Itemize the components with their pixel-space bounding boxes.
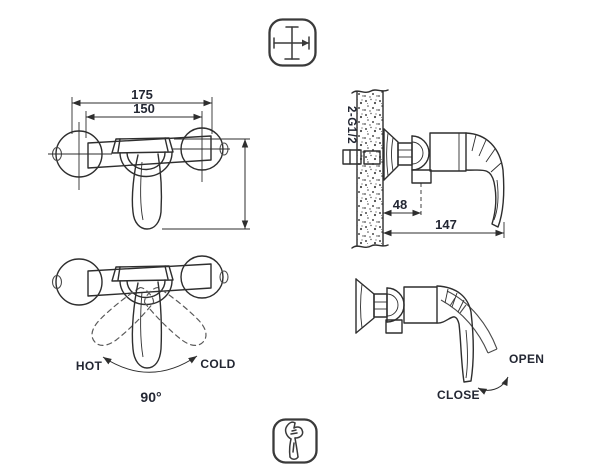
dimension-height bbox=[162, 138, 250, 230]
open-close-arrow bbox=[477, 376, 509, 395]
close-label: CLOSE bbox=[437, 388, 480, 402]
handle-side bbox=[465, 132, 505, 228]
shower-outlet bbox=[411, 169, 432, 184]
front-view-handle-rotation: HOT COLD 90° bbox=[51, 255, 235, 405]
dimension-175: 175 bbox=[71, 87, 213, 134]
supply-pipe bbox=[342, 149, 362, 165]
mixer-body bbox=[87, 135, 212, 169]
handle-position-hot bbox=[143, 286, 207, 346]
front-view-dimensioned: 175 150 bbox=[48, 87, 250, 230]
dim-outlet-depth: 48 bbox=[393, 197, 407, 212]
hot-label: HOT bbox=[76, 359, 103, 373]
lever-handle bbox=[131, 153, 163, 230]
dim-width-overall: 175 bbox=[131, 87, 153, 102]
side-view-installation: 2-G1/2 bbox=[342, 89, 505, 249]
open-label: OPEN bbox=[509, 352, 544, 366]
cold-label: COLD bbox=[200, 357, 235, 371]
dimension-147: 147 bbox=[383, 217, 505, 238]
dim-total-depth: 147 bbox=[435, 217, 457, 232]
crosshair-dimensions-icon bbox=[268, 18, 317, 67]
escutcheon-2 bbox=[355, 278, 375, 334]
handle-position-cold bbox=[91, 286, 155, 346]
dim-width-centers: 150 bbox=[133, 101, 155, 116]
escutcheon bbox=[383, 128, 399, 181]
dimension-48: 48 bbox=[383, 197, 421, 217]
handle-position-open bbox=[440, 290, 498, 354]
handle-position-close bbox=[436, 285, 474, 383]
dimension-150: 150 bbox=[85, 101, 203, 138]
wall-section bbox=[357, 91, 383, 246]
side-view-handle-operation: OPEN CLOSE bbox=[355, 278, 544, 402]
thread-connection-label: 2-G1/2 bbox=[345, 106, 357, 144]
wrench-icon bbox=[272, 418, 318, 464]
angle-label: 90° bbox=[140, 389, 161, 405]
lever-handle-center bbox=[131, 281, 163, 369]
rotation-arc bbox=[102, 355, 198, 373]
